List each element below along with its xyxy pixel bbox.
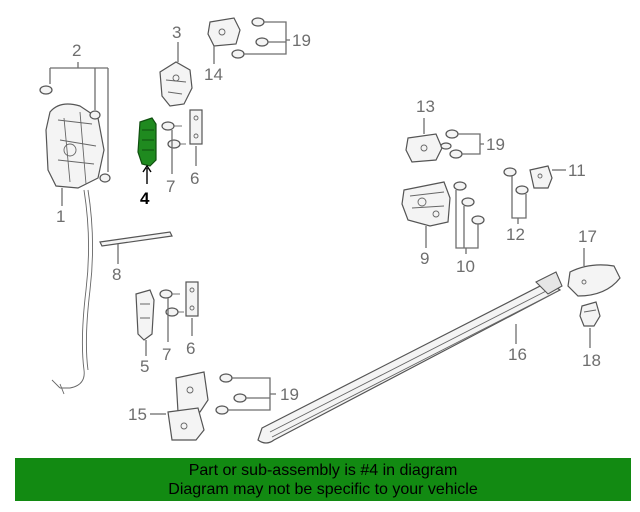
part-7-screws-lower	[159, 289, 184, 317]
callout-7-lower: 7	[162, 345, 171, 364]
callout-2: 2	[72, 41, 81, 60]
part-6-plate-upper	[189, 109, 203, 145]
part-2-screws	[39, 85, 111, 183]
callout-9: 9	[420, 249, 429, 268]
banner-line-1: Part or sub-assembly is #4 in diagram	[188, 462, 458, 479]
callout-13: 16	[508, 345, 527, 364]
callout-4: 4	[140, 189, 150, 208]
part-6-plate-lower	[185, 281, 199, 317]
callout-16: 14	[204, 65, 223, 84]
callout-8: 8	[112, 265, 121, 284]
callout-1: 1	[56, 207, 65, 226]
callout-19-middle: 19	[486, 135, 505, 154]
part-14-end-cap	[567, 264, 621, 297]
part-5-lower-guide	[135, 289, 155, 341]
callout-19-lower: 19	[280, 385, 299, 404]
callout-3: 3	[172, 23, 181, 42]
callout-17: 13	[416, 97, 435, 116]
part-18-hinge	[167, 371, 209, 441]
callout-6-upper: 6	[190, 169, 199, 188]
callout-6-lower: 6	[186, 339, 195, 358]
callout-11: 11	[568, 161, 586, 180]
banner-line-2: Diagram may not be specific to your vehi…	[168, 481, 478, 498]
callout-18: 15	[128, 405, 147, 424]
part-1-handle-cable	[45, 103, 105, 395]
callout-12: 12	[506, 225, 525, 244]
part-11-striker	[529, 165, 553, 189]
part-4-highlighted	[137, 117, 157, 167]
part-19-screws-top	[231, 17, 269, 59]
callout-15: 18	[582, 351, 601, 370]
part-10-screws	[453, 181, 485, 225]
part-19-screws-lower	[215, 373, 247, 415]
callout-5: 5	[140, 357, 149, 376]
callout-19-top: 19	[292, 31, 311, 50]
part-17-bracket	[405, 133, 443, 163]
part-16-bracket	[207, 17, 241, 47]
callout-10: 10	[456, 257, 475, 276]
parts-diagram: 1 2 3 4 7 6 14	[39, 17, 621, 444]
callout-7-upper: 7	[166, 177, 175, 196]
part-7-screws-upper	[161, 121, 186, 149]
part-9-latch	[401, 181, 451, 227]
part-13-track	[257, 271, 563, 444]
part-3-upper-bracket	[159, 61, 193, 107]
part-15-cover	[579, 301, 601, 327]
part-12-screws	[503, 167, 529, 195]
callout-14: 17	[578, 227, 597, 246]
info-banner: Part or sub-assembly is #4 in diagram Di…	[15, 458, 631, 501]
part-8-strip	[99, 231, 173, 247]
